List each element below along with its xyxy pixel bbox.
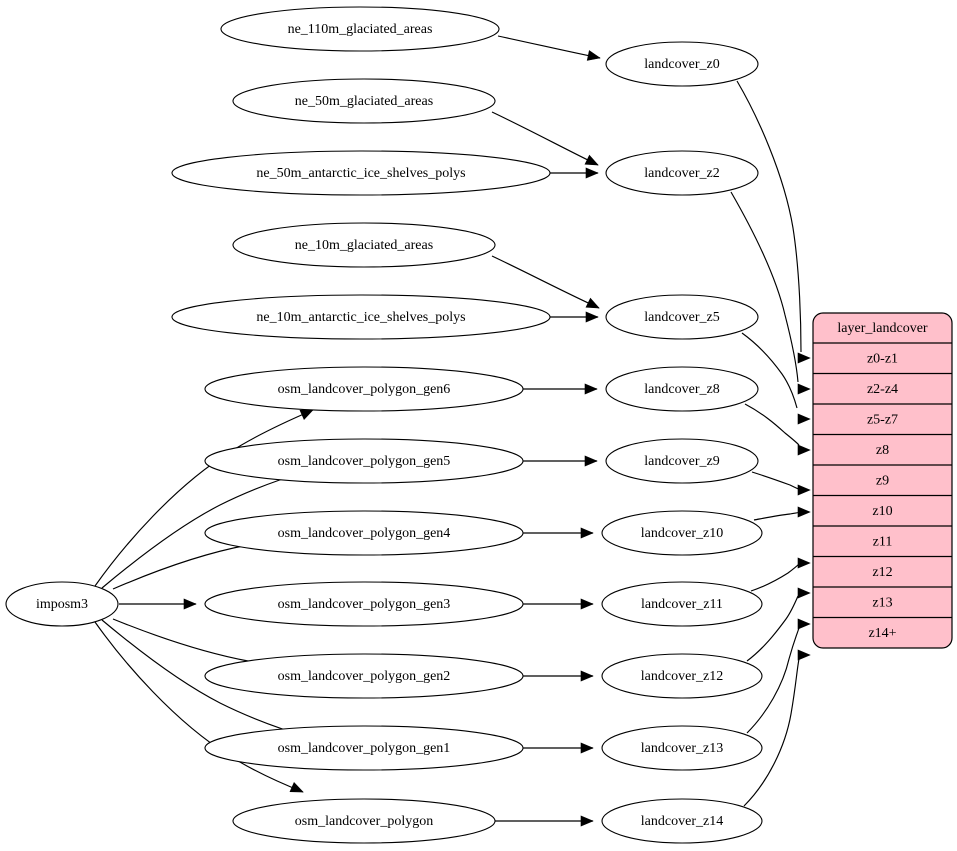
edge-landcover_z10-to-row_z10 [753,511,802,521]
arrowhead-landcover_z9_in [584,455,598,467]
node-shape-imposm3 [5,581,119,627]
arrowhead-landcover_z12_in [580,670,594,682]
node-landcover_z0[interactable]: landcover_z0 [605,41,759,87]
node-shape-landcover_z10 [601,510,763,556]
edge-landcover_z8-to-row_z8 [744,403,800,446]
node-ne_10m_antarctic_ice_shelves_polys[interactable]: ne_10m_antarctic_ice_shelves_polys [171,294,551,340]
node-shape-landcover_z9 [605,438,759,484]
node-landcover_z8[interactable]: landcover_z8 [605,366,759,412]
arrowhead-row1 [797,383,811,395]
node-ne_110m_glaciated_areas[interactable]: ne_110m_glaciated_areas [220,6,500,52]
edge-ne_50m_glaciated_areas-to-landcover_z2 [491,111,599,166]
arrowhead-landcover_z2_b [585,167,599,179]
node-landcover_z14[interactable]: landcover_z14 [601,798,763,844]
node-landcover_z2[interactable]: landcover_z2 [605,150,759,196]
node-ne_50m_glaciated_areas[interactable]: ne_50m_glaciated_areas [232,78,496,124]
node-shape-osm_landcover_polygon [232,798,496,844]
arrowhead-row5 [797,506,811,518]
arrowhead-row6 [797,557,811,569]
node-osm_landcover_polygon_gen4[interactable]: osm_landcover_polygon_gen4 [204,510,524,556]
arrowhead-landcover_z14_in [580,815,594,827]
node-shape-landcover_z14 [601,798,763,844]
arrowhead-row0 [797,352,811,364]
node-shape-landcover_z2 [605,150,759,196]
node-osm_landcover_polygon_gen3[interactable]: osm_landcover_polygon_gen3 [204,581,524,627]
node-shape-ne_110m_glaciated_areas [220,6,500,52]
edge-ne_10m_glaciated_areas-to-landcover_z5 [491,255,600,309]
node-ne_50m_antarctic_ice_shelves_polys[interactable]: ne_50m_antarctic_ice_shelves_polys [171,150,551,196]
node-landcover_z13[interactable]: landcover_z13 [601,725,763,771]
arrowhead-row8 [797,618,811,630]
node-landcover_z11[interactable]: landcover_z11 [601,581,763,627]
node-shape-landcover_z11 [601,581,763,627]
node-shape-osm_landcover_polygon_gen3 [204,581,524,627]
arrowhead-row4 [797,484,811,496]
node-shape-osm_landcover_polygon_gen1 [204,725,524,771]
node-shape-landcover_z8 [605,366,759,412]
arrowhead-landcover_z0 [586,50,601,61]
arrowhead-landcover_z10_in [580,527,594,539]
arrowhead-osm_polygon [289,782,304,793]
node-shape-ne_10m_glaciated_areas [232,222,496,268]
node-ne_10m_glaciated_areas[interactable]: ne_10m_glaciated_areas [232,222,496,268]
arrowhead-osm_gen6 [299,409,314,420]
arrowhead-osm_gen3 [183,598,197,610]
arrowhead-row2 [797,413,811,425]
layer-table-background [812,312,953,649]
node-osm_landcover_polygon_gen1[interactable]: osm_landcover_polygon_gen1 [204,725,524,771]
node-shape-landcover_z13 [601,725,763,771]
node-landcover_z9[interactable]: landcover_z9 [605,438,759,484]
node-landcover_z5[interactable]: landcover_z5 [605,294,759,340]
node-shape-ne_10m_antarctic_ice_shelves_polys [171,294,551,340]
node-landcover_z12[interactable]: landcover_z12 [601,653,763,699]
node-shape-osm_landcover_polygon_gen6 [204,366,524,412]
edge-landcover_z14-to-row_z14+ [743,658,800,807]
arrowhead-landcover_z2_a [584,154,599,166]
node-osm_landcover_polygon_gen5[interactable]: osm_landcover_polygon_gen5 [204,438,524,484]
arrowhead-landcover_z8_in [584,383,598,395]
node-shape-osm_landcover_polygon_gen5 [204,438,524,484]
node-osm_landcover_polygon_gen6[interactable]: osm_landcover_polygon_gen6 [204,366,524,412]
arrowhead-row3 [797,444,811,456]
edge-landcover_z9-to-row_z9 [751,471,802,491]
arrowhead-landcover_z5_a [585,297,600,309]
node-osm_landcover_polygon[interactable]: osm_landcover_polygon [232,798,496,844]
arrowhead-landcover_z5_b [585,311,599,323]
arrowhead-landcover_z11_in [580,598,594,610]
edge-imposm3-to-osm_landcover_polygon_gen6 [94,409,314,587]
edge-landcover_z2-to-row_z2-z4 [730,191,799,383]
node-shape-ne_50m_glaciated_areas [232,78,496,124]
edge-landcover_z0-to-row_z0-z1 [736,80,802,353]
node-shape-osm_landcover_polygon_gen4 [204,510,524,556]
node-imposm3[interactable]: imposm3 [5,581,119,627]
edge-imposm3-to-osm_landcover_polygon_gen5 [101,469,312,589]
arrowhead-row7 [797,587,811,599]
node-shape-ne_50m_antarctic_ice_shelves_polys [171,150,551,196]
node-shape-landcover_z12 [601,653,763,699]
node-shape-landcover_z5 [605,294,759,340]
nodes-layer: imposm3 ne_110m_glaciated_areas ne_50m_gla… [5,6,763,844]
arrowhead-row9 [797,649,811,661]
edge-landcover_z13-to-row_z13 [746,627,800,734]
arrowhead-landcover_z13_in [580,742,594,754]
node-landcover_z10[interactable]: landcover_z10 [601,510,763,556]
layer-landcover-table[interactable]: layer_landcoverz0-z1z2-z4z5-z7z8z9z10z11… [812,312,953,649]
edge-landcover_z11-to-row_z11 [750,563,800,592]
edge-landcover_z5-to-row_z5-z7 [741,332,798,409]
node-shape-landcover_z0 [605,41,759,87]
node-shape-osm_landcover_polygon_gen2 [204,653,524,699]
edge-ne_110m_glaciated_areas-to-landcover_z0 [497,35,601,59]
edge-imposm3-to-osm_landcover_polygon_gen1 [101,619,312,739]
edge-landcover_z12-to-row_z12 [746,595,799,662]
node-osm_landcover_polygon_gen2[interactable]: osm_landcover_polygon_gen2 [204,653,524,699]
